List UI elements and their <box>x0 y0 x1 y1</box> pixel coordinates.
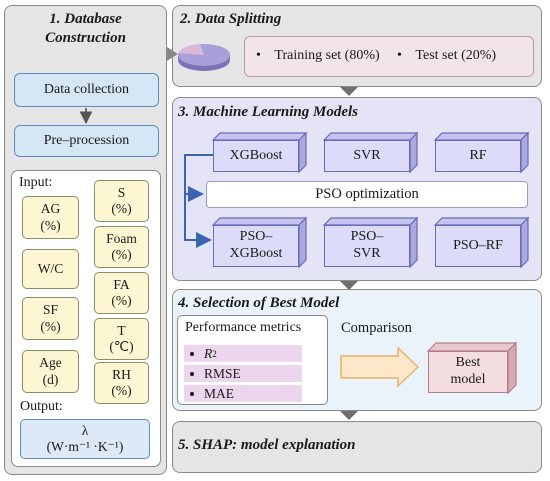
split-inner-box <box>244 36 534 77</box>
test-set-item: • Test set (20%) <box>397 48 496 64</box>
stage4-title: 4. Selection of Best Model <box>178 295 340 311</box>
model-pso-rf-line1: PSO–RF <box>453 237 503 253</box>
model-svr: SVR <box>324 140 410 172</box>
training-set-item: • Training set (80%) <box>256 48 380 64</box>
input-rh-name: RH <box>112 366 131 382</box>
metric-rmse: RMSE <box>184 365 302 382</box>
input-label: Input: <box>19 175 53 190</box>
stage1-title: 1. Database Construction <box>4 10 167 48</box>
input-age: Age (d) <box>22 350 79 393</box>
data-collection-label: Data collection <box>43 82 130 97</box>
input-s: S (%) <box>94 180 149 222</box>
input-s-unit: (%) <box>111 201 132 216</box>
stage3-title: 3. Machine Learning Models <box>178 104 359 120</box>
stage5-title: 5. SHAP: model explanation <box>178 437 356 453</box>
input-ag-unit: (%) <box>40 217 61 233</box>
input-foam-name: Foam <box>106 230 137 246</box>
data-collection-box: Data collection <box>14 73 159 107</box>
output-lambda-symbol: λ <box>81 422 89 438</box>
test-set-label: Test set (20%) <box>415 48 497 63</box>
model-pso-xgboost-line1: PSO– <box>239 229 273 245</box>
stage2-to-stage3-chevron <box>340 87 358 96</box>
comparison-label: Comparison <box>341 320 412 336</box>
model-pso-svr-line2: SVR <box>353 246 381 261</box>
test-bullet: • <box>397 48 402 63</box>
input-foam: Foam (%) <box>94 226 149 268</box>
input-rh: RH (%) <box>94 362 149 404</box>
training-bullet: • <box>256 48 261 63</box>
preprocession-label: Pre–procession <box>43 133 130 148</box>
input-t: T (℃) <box>94 318 149 360</box>
model-pso-xgboost: PSO– XGBoost <box>213 225 299 267</box>
best-model-cube: Best model <box>428 351 508 393</box>
stage5-panel <box>172 421 542 473</box>
metric-rmse-label: RMSE <box>204 365 241 381</box>
output-lambda-unit: (W·m⁻¹ ·K⁻¹) <box>46 439 124 454</box>
metrics-title: Performance metrics <box>185 320 302 335</box>
stage4-to-stage5-chevron <box>340 411 358 420</box>
metric-mae-bullet <box>190 391 194 396</box>
input-fa-name: FA <box>113 276 130 292</box>
input-age-unit: (d) <box>42 371 59 387</box>
input-s-name: S <box>117 184 126 200</box>
model-rf: RF <box>435 140 521 172</box>
best-model-line2: model <box>450 372 486 387</box>
input-rh-unit: (%) <box>111 383 132 398</box>
input-wc-name: W/C <box>37 260 64 276</box>
metric-mae: MAE <box>184 385 302 402</box>
input-ag: AG (%) <box>22 196 79 239</box>
input-t-unit: (℃) <box>109 339 134 354</box>
output-lambda: λ (W·m⁻¹ ·K⁻¹) <box>20 419 150 459</box>
input-sf: SF (%) <box>22 297 79 340</box>
input-ag-name: AG <box>40 201 61 217</box>
training-set-label: Training set (80%) <box>274 48 380 63</box>
metric-mae-label: MAE <box>204 385 234 401</box>
input-fa: FA (%) <box>94 272 149 314</box>
metric-r2-label: R <box>204 345 213 361</box>
model-pso-svr-line1: PSO– <box>350 229 384 245</box>
model-pso-svr: PSO– SVR <box>324 225 410 267</box>
stage1-title-line2: Construction <box>45 30 126 46</box>
model-xgboost: XGBoost <box>213 140 299 172</box>
input-fa-unit: (%) <box>111 293 132 308</box>
input-t-name: T <box>117 322 126 338</box>
stage2-title: 2. Data Splitting <box>180 11 282 27</box>
preprocession-box: Pre–procession <box>14 125 159 157</box>
input-foam-unit: (%) <box>111 247 132 262</box>
output-label: Output: <box>20 399 63 414</box>
model-pso-rf: PSO–RF <box>435 225 521 267</box>
stage1-title-line1: 1. Database <box>49 11 122 27</box>
input-sf-name: SF <box>42 302 59 318</box>
pso-optimization-bar: PSO optimization <box>206 181 528 208</box>
input-wc: W/C <box>22 249 79 289</box>
best-model-line1: Best <box>455 355 481 371</box>
model-pso-xgboost-line2: XGBoost <box>229 246 283 261</box>
input-age-name: Age <box>39 355 62 371</box>
input-sf-unit: (%) <box>40 318 61 334</box>
metric-r2-bullet <box>190 351 194 356</box>
metric-rmse-bullet <box>190 371 194 376</box>
